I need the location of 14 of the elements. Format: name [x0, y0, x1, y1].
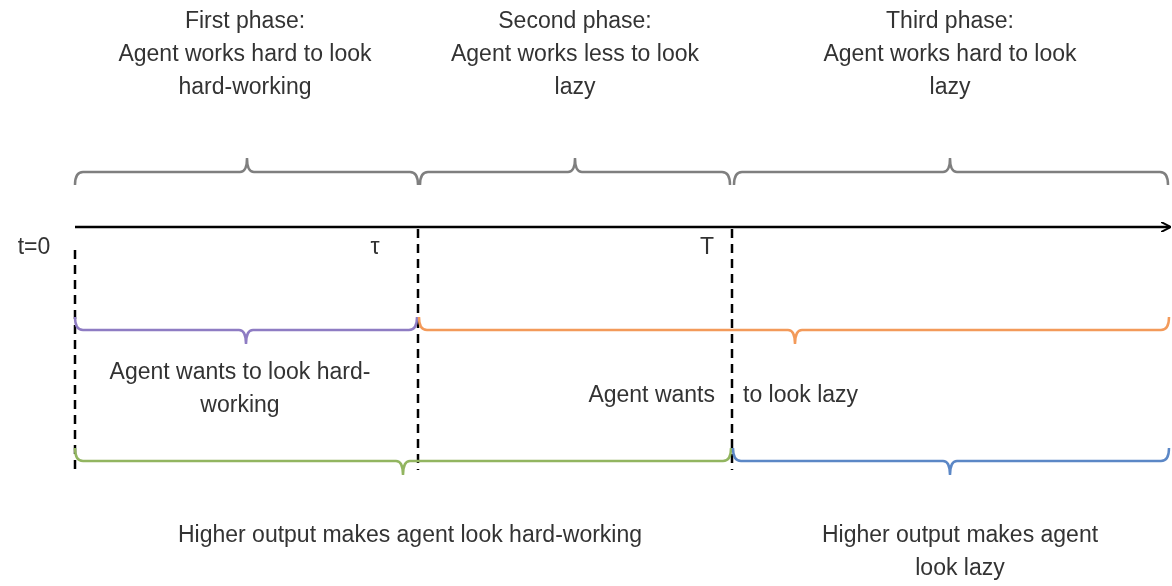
phase-description: Agent works less to look lazy [450, 39, 700, 101]
phase-heading: First phase: [183, 6, 307, 35]
time-label: t=0 [16, 232, 52, 261]
belief-label: Agent wants to look hard-working [108, 357, 372, 419]
phase-heading: Second phase: [497, 6, 653, 35]
phase-heading: Third phase: [885, 6, 1015, 35]
output-effect-label: Higher output makes agent look lazy [820, 520, 1100, 582]
phase-description: Agent works hard to look hard-working [117, 39, 373, 101]
belief-label: to look lazy [743, 380, 860, 409]
phase-description: Agent works hard to look lazy [822, 39, 1078, 101]
belief-label: Agent wants [587, 380, 715, 409]
time-label: τ [369, 232, 381, 261]
output-effect-label: Higher output makes agent look hard-working [176, 520, 644, 549]
time-label: T [698, 232, 716, 261]
